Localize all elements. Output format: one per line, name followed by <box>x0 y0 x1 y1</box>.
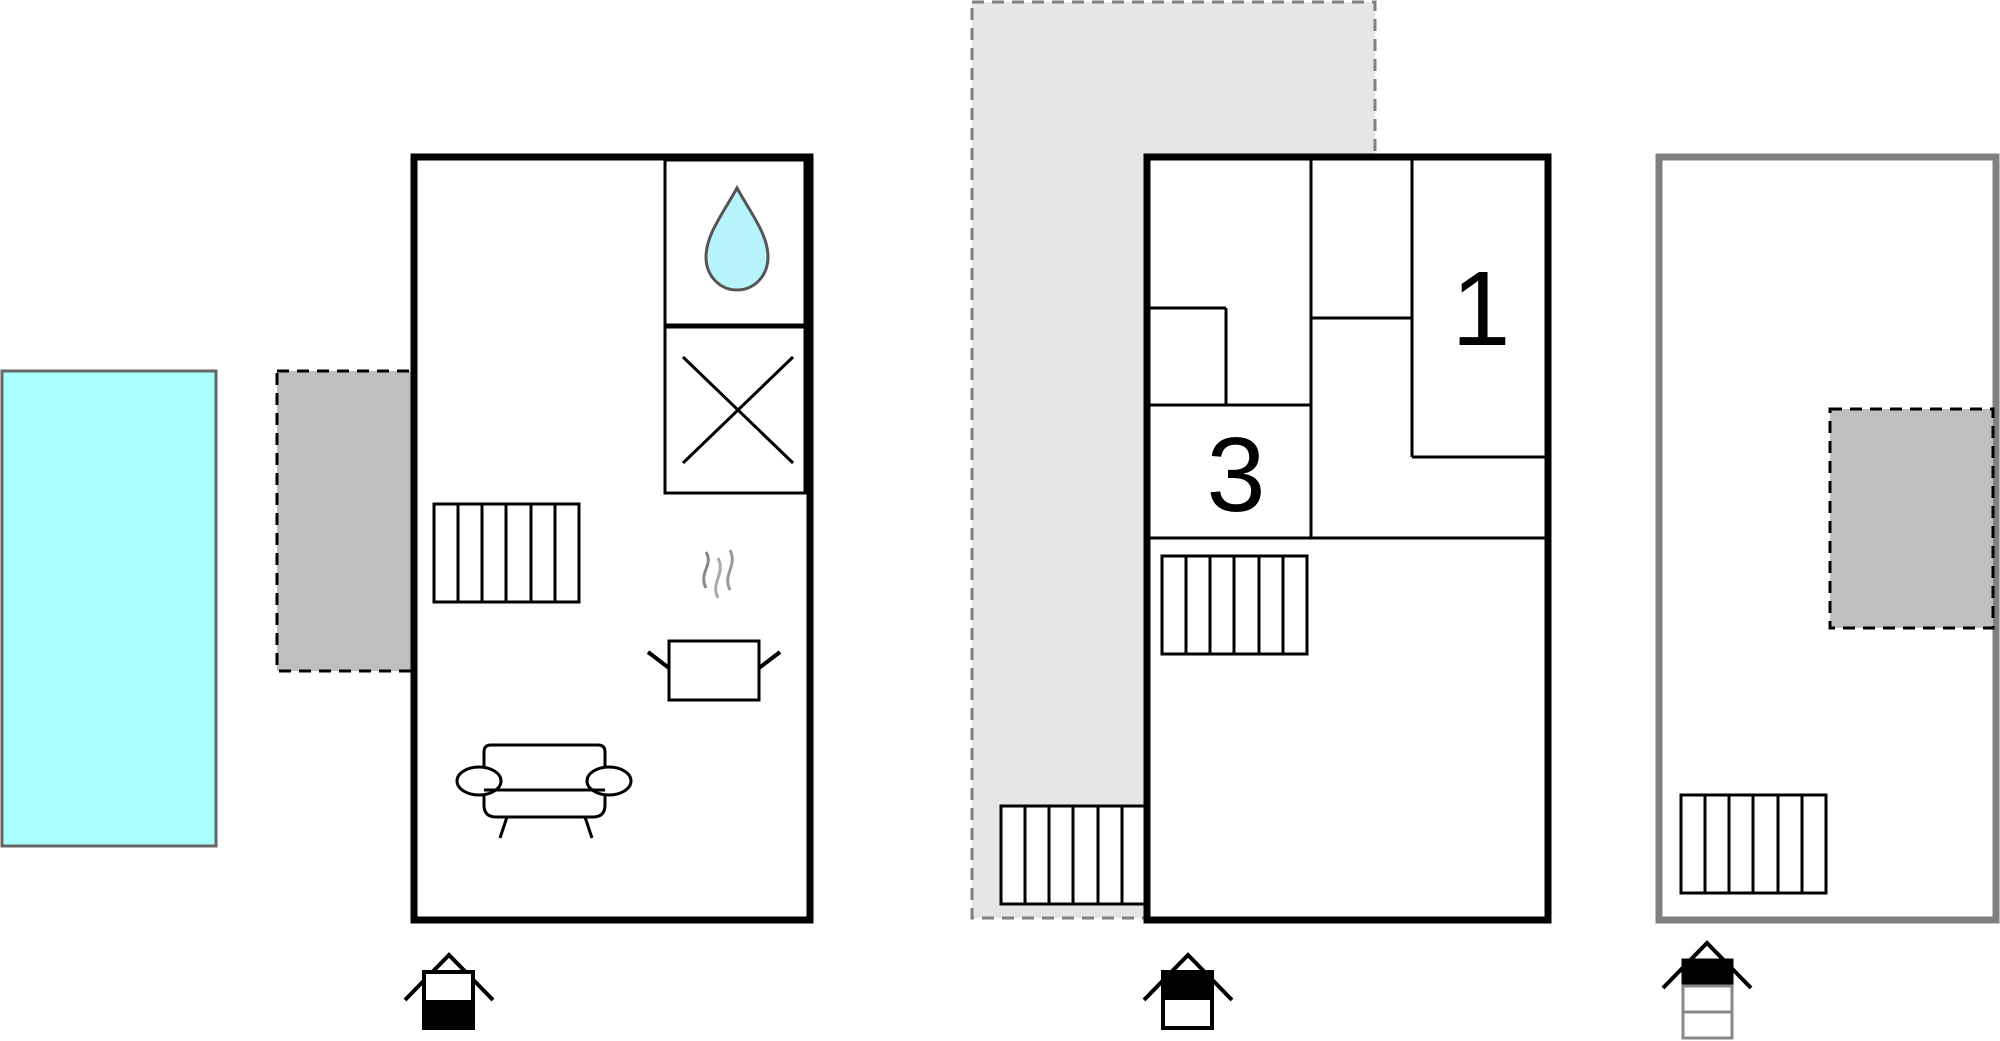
floor-indicator <box>1661 940 1753 1040</box>
bathroom <box>663 158 807 327</box>
floor-indicator <box>403 952 495 1030</box>
wc-room <box>663 325 807 495</box>
first-floor: 1 3 <box>970 0 1552 1030</box>
interior-walls <box>1150 160 1545 540</box>
stairs-icon <box>999 804 1148 906</box>
room-label: 3 <box>1207 416 1266 534</box>
stairs-icon <box>1160 554 1309 656</box>
stairs-icon <box>1679 793 1828 895</box>
stairs-icon <box>432 502 581 604</box>
x-icon <box>681 355 795 465</box>
roof-window <box>1828 407 1995 630</box>
ground-floor <box>0 153 814 1030</box>
cooking-pot-icon <box>646 549 782 702</box>
floor-indicator <box>1142 952 1234 1030</box>
room-label: 1 <box>1452 250 1511 368</box>
terrace <box>275 369 416 673</box>
second-floor <box>1655 153 2000 1040</box>
sofa-icon <box>455 743 633 839</box>
pool <box>0 369 218 848</box>
water-drop-icon <box>704 184 770 292</box>
